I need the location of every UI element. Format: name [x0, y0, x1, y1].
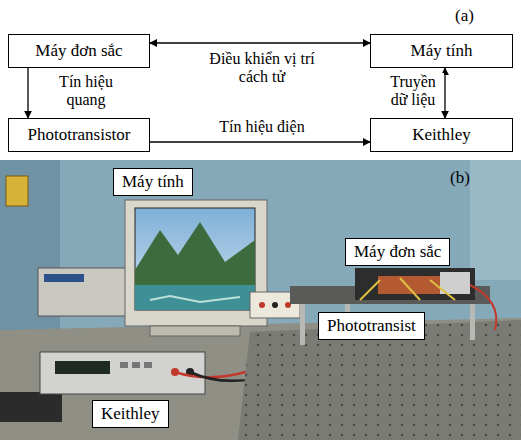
edge-label: Tín hiệu quang: [44, 73, 128, 108]
process-box: Máy tính: [370, 34, 513, 68]
panel-letter: (b): [450, 168, 470, 188]
signal-arrow: [27, 68, 28, 118]
edge-label: Tín hiệu điện: [180, 118, 344, 136]
part-label: Máy đơn sắc: [345, 238, 450, 266]
box-text: Keithley: [412, 125, 471, 145]
panel-letter: (a): [455, 6, 474, 26]
box-text: Máy tính: [411, 41, 473, 61]
signal-arrow: [150, 141, 370, 142]
process-box: Phototransistor: [8, 118, 150, 152]
box-text: Phototransistor: [28, 125, 131, 145]
signal-arrow: [150, 42, 370, 43]
part-label: Máy tính: [113, 168, 193, 196]
signal-arrow: [444, 68, 445, 118]
process-box: Keithley: [370, 118, 513, 152]
edge-label: Điều khiển vị trí cách tử: [204, 50, 320, 85]
box-text: Máy đơn sắc: [35, 41, 122, 61]
process-box: Máy đơn sắc: [8, 34, 150, 68]
part-label: Phototransist: [318, 312, 425, 340]
edge-label: Truyền dữ liệu: [382, 73, 444, 108]
part-label: Keithley: [92, 400, 169, 428]
